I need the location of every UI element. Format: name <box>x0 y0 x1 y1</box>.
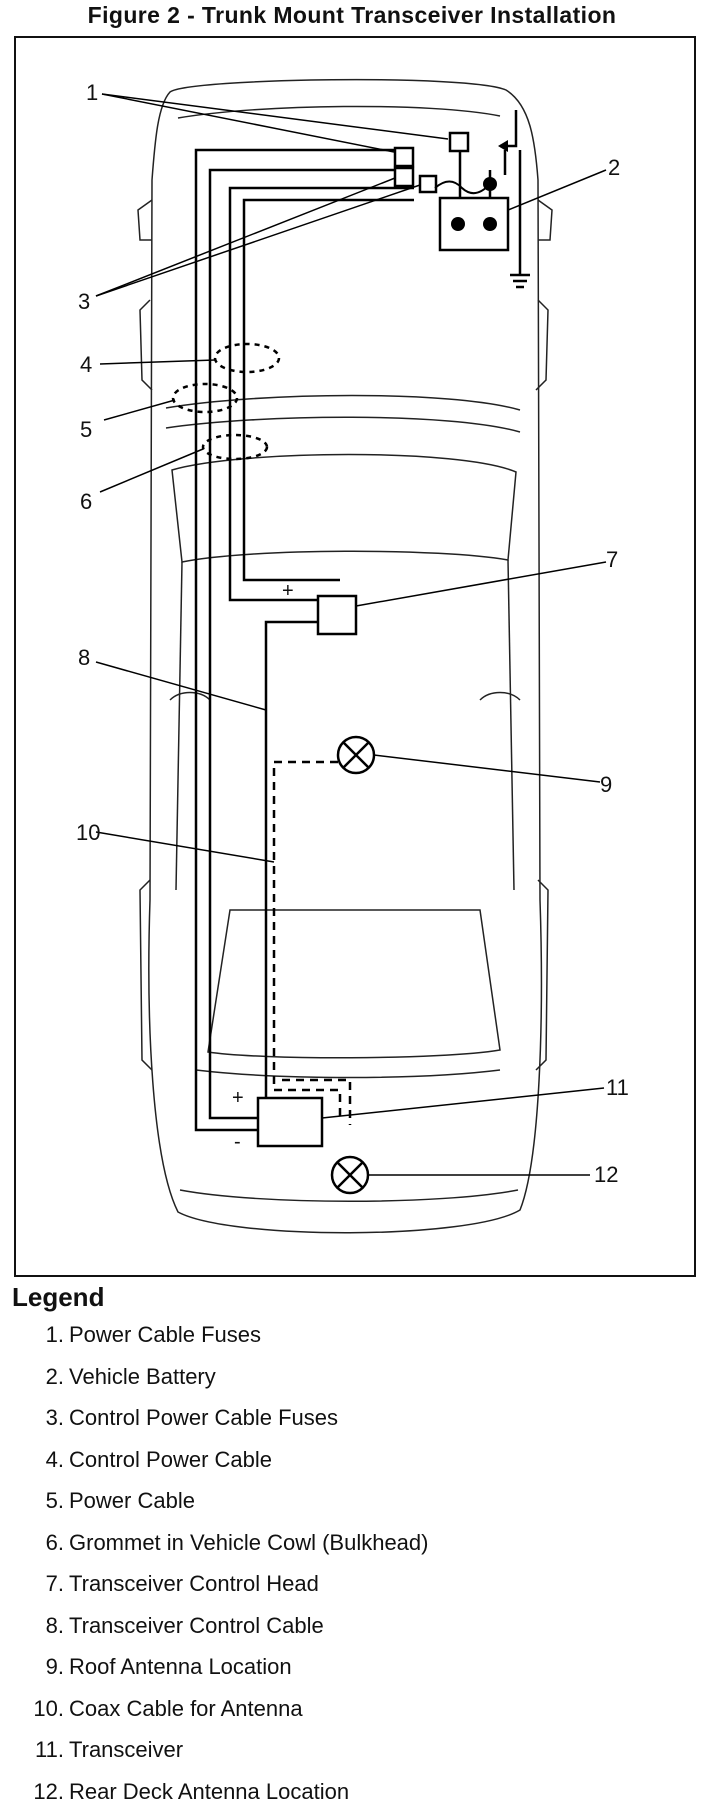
legend-item: 9.Roof Antenna Location <box>0 1654 700 1696</box>
rear-window <box>208 910 500 1058</box>
leader-2 <box>508 170 606 210</box>
legend-item: 1.Power Cable Fuses <box>0 1322 700 1364</box>
ground-symbol <box>510 275 530 287</box>
legend-item-number: 7. <box>4 1571 64 1597</box>
installation-diagram: 1 2 3 4 5 6 7 8 9 10 11 12 + + - <box>0 0 704 1280</box>
leader-7 <box>356 562 606 606</box>
legend-item-number: 4. <box>4 1447 64 1473</box>
leader-3a <box>96 178 395 296</box>
leader-11 <box>322 1088 604 1118</box>
legend-item-label: Power Cable <box>69 1488 195 1514</box>
legend-item-number: 9. <box>4 1654 64 1680</box>
leader-8 <box>96 662 266 710</box>
leader-9 <box>374 755 600 782</box>
power-cable <box>196 150 396 1130</box>
door-line-left <box>170 693 210 701</box>
leader-4 <box>100 360 215 364</box>
legend-item-number: 6. <box>4 1530 64 1556</box>
callout-12: 12 <box>594 1162 618 1187</box>
legend-item-number: 1. <box>4 1322 64 1348</box>
leader-10 <box>96 832 274 862</box>
legend-item: 10.Coax Cable for Antenna <box>0 1696 700 1738</box>
legend-item-label: Rear Deck Antenna Location <box>69 1779 349 1805</box>
legend-item: 11.Transceiver <box>0 1737 700 1779</box>
legend-item-number: 11. <box>4 1737 64 1763</box>
callout-9: 9 <box>600 772 612 797</box>
legend-item-label: Coax Cable for Antenna <box>69 1696 303 1722</box>
legend-item-label: Transceiver <box>69 1737 183 1763</box>
callout-6: 6 <box>80 489 92 514</box>
legend-item: 2.Vehicle Battery <box>0 1364 700 1406</box>
roof-line-right <box>508 560 514 890</box>
callout-1: 1 <box>86 80 98 105</box>
hood-arrow-head <box>498 140 508 152</box>
callout-3: 3 <box>78 289 90 314</box>
power-cable-neg <box>210 170 410 1118</box>
legend-item: 12.Rear Deck Antenna Location <box>0 1779 700 1820</box>
cowl-line <box>166 396 520 411</box>
transceiver-plus: + <box>232 1087 244 1109</box>
control-power-cable-pass <box>215 344 279 372</box>
legend-item-label: Control Power Cable <box>69 1447 272 1473</box>
legend-item-label: Power Cable Fuses <box>69 1322 261 1348</box>
legend-item-number: 12. <box>4 1779 64 1805</box>
power-cable-fuse-a <box>450 133 468 151</box>
callout-2: 2 <box>608 155 620 180</box>
legend-item-number: 8. <box>4 1613 64 1639</box>
control-power-cable-fuse-a <box>395 168 413 186</box>
legend-item-label: Roof Antenna Location <box>69 1654 292 1680</box>
transceiver-minus: - <box>234 1131 241 1153</box>
callout-10: 10 <box>76 820 100 845</box>
callout-11: 11 <box>606 1075 629 1100</box>
bulkhead-grommet <box>203 435 267 459</box>
legend-list: 1.Power Cable Fuses 2.Vehicle Battery 3.… <box>0 1322 700 1820</box>
callout-4: 4 <box>80 352 92 377</box>
legend-item-label: Vehicle Battery <box>69 1364 216 1390</box>
legend-item-label: Transceiver Control Head <box>69 1571 319 1597</box>
roof-line-left <box>176 562 182 890</box>
legend-item: 3.Control Power Cable Fuses <box>0 1405 700 1447</box>
control-head-plus: + <box>282 580 294 602</box>
callout-5: 5 <box>80 417 92 442</box>
legend-item-label: Control Power Cable Fuses <box>69 1405 338 1431</box>
battery-wire-wave <box>435 182 490 194</box>
legend-item: 4.Control Power Cable <box>0 1447 700 1489</box>
leader-5 <box>104 400 175 420</box>
control-cable <box>266 622 318 1100</box>
power-cable-pass <box>173 384 237 412</box>
power-cable-fuse-b <box>395 148 413 166</box>
battery-terminal-neg <box>483 217 497 231</box>
legend-item-label: Transceiver Control Cable <box>69 1613 324 1639</box>
control-power-cable-2 <box>244 200 414 580</box>
legend-item: 6.Grommet in Vehicle Cowl (Bulkhead) <box>0 1530 700 1572</box>
cowl-line-2 <box>166 417 520 432</box>
side-mirror-right <box>538 200 552 240</box>
legend-heading: Legend <box>12 1282 104 1313</box>
legend-item-number: 2. <box>4 1364 64 1390</box>
callout-7: 7 <box>606 547 618 572</box>
legend-item: 8.Transceiver Control Cable <box>0 1613 700 1655</box>
legend-item-number: 3. <box>4 1405 64 1431</box>
side-mirror-left <box>138 200 152 240</box>
legend-item-number: 10. <box>4 1696 64 1722</box>
transceiver-box <box>258 1098 322 1146</box>
legend-item: 5.Power Cable <box>0 1488 700 1530</box>
transceiver-control-head <box>318 596 356 634</box>
control-power-cable-fuse-b <box>420 176 436 192</box>
windshield <box>172 455 516 563</box>
leader-1a <box>102 94 394 152</box>
battery-terminal-pos <box>451 217 465 231</box>
callout-8: 8 <box>78 645 90 670</box>
coax-cable-roof <box>274 762 340 1120</box>
door-line-right <box>480 693 520 701</box>
legend-item-number: 5. <box>4 1488 64 1514</box>
legend-item: 7.Transceiver Control Head <box>0 1571 700 1613</box>
legend-item-label: Grommet in Vehicle Cowl (Bulkhead) <box>69 1530 428 1556</box>
trunk-line <box>196 1070 500 1078</box>
wheel-arch-fl <box>140 300 152 390</box>
vehicle-battery <box>440 198 508 250</box>
leader-1b <box>102 94 448 139</box>
hood-line <box>178 106 500 118</box>
